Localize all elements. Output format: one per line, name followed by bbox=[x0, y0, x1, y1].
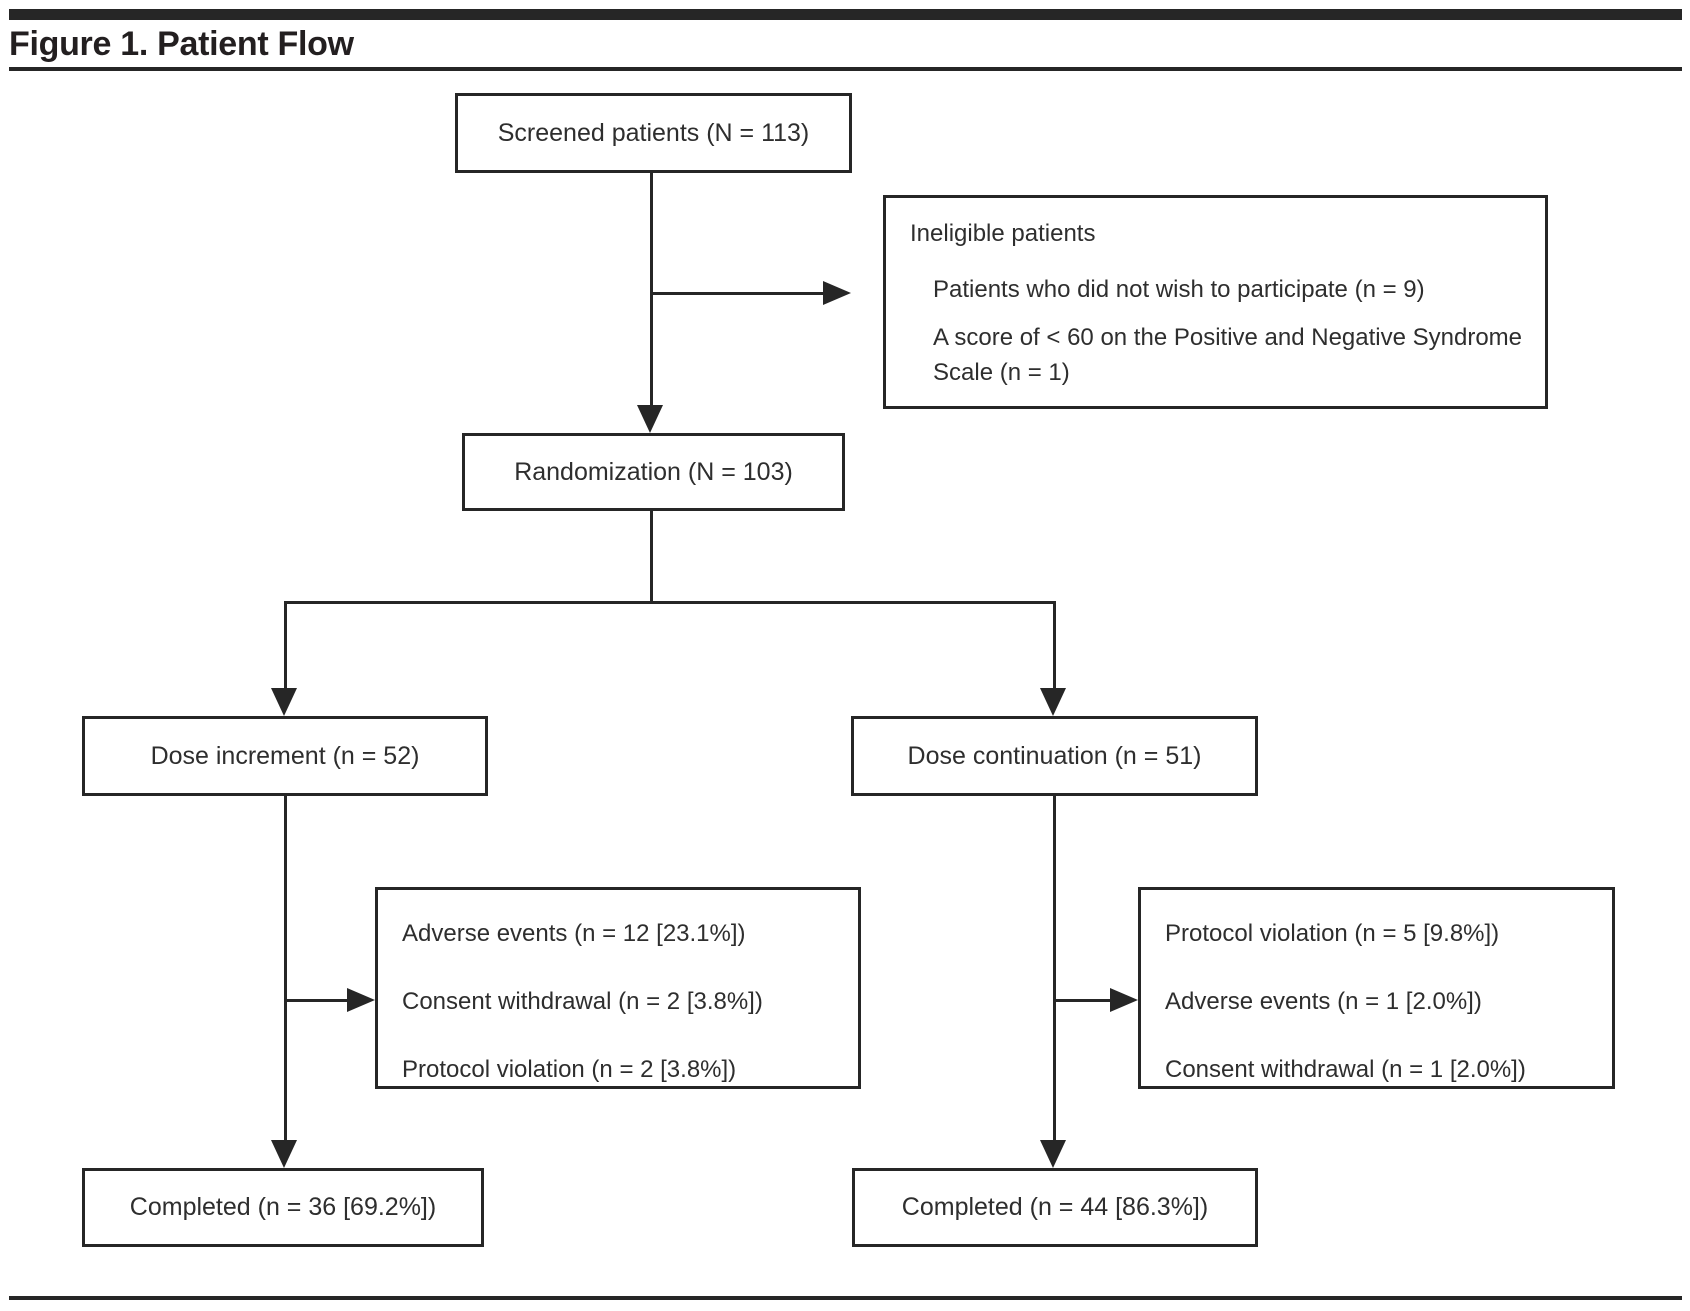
line-branch-split bbox=[284, 601, 1056, 604]
node-completed-increment: Completed (n = 36 [69.2%]) bbox=[82, 1168, 484, 1247]
node-completed-continuation: Completed (n = 44 [86.3%]) bbox=[852, 1168, 1258, 1247]
node-dose-continuation-label: Dose continuation (n = 51) bbox=[907, 741, 1202, 770]
line-to-continuation-dropouts bbox=[1054, 999, 1112, 1002]
line-split-to-continuation bbox=[1053, 601, 1056, 690]
node-screened: Screened patients (N = 113) bbox=[455, 93, 852, 173]
line-continuation-to-completed bbox=[1053, 796, 1056, 1142]
line-to-increment-dropouts bbox=[285, 999, 349, 1002]
node-completed-continuation-label: Completed (n = 44 [86.3%]) bbox=[901, 1193, 1209, 1221]
arrowhead-dose-continuation bbox=[1040, 688, 1066, 716]
line-to-ineligible bbox=[651, 292, 823, 295]
node-ineligible-item: A score of < 60 on the Positive and Nega… bbox=[933, 324, 1523, 386]
node-dose-continuation: Dose continuation (n = 51) bbox=[851, 716, 1258, 796]
node-dose-increment-label: Dose increment (n = 52) bbox=[150, 741, 420, 770]
node-ineligible: Ineligible patients Patients who did not… bbox=[883, 195, 1548, 409]
node-dose-increment: Dose increment (n = 52) bbox=[82, 716, 488, 796]
arrowhead-increment-dropouts bbox=[347, 988, 375, 1012]
node-ineligible-item: Patients who did not wish to participate… bbox=[933, 276, 1425, 303]
node-ineligible-title: Ineligible patients bbox=[910, 220, 1096, 247]
node-randomization-label: Randomization (N = 103) bbox=[514, 457, 793, 486]
node-continuation-dropouts: Protocol violation (n = 5 [9.8%]) Advers… bbox=[1138, 887, 1615, 1089]
continuation-dropout-item: Adverse events (n = 1 [2.0%]) bbox=[1165, 988, 1482, 1015]
arrowhead-dose-increment bbox=[271, 688, 297, 716]
title-rule bbox=[9, 67, 1682, 71]
continuation-dropout-item: Consent withdrawal (n = 1 [2.0%]) bbox=[1165, 1056, 1526, 1083]
increment-dropout-item: Adverse events (n = 12 [23.1%]) bbox=[402, 920, 746, 947]
increment-dropout-item: Protocol violation (n = 2 [3.8%]) bbox=[402, 1056, 737, 1083]
arrowhead-completed-continuation bbox=[1040, 1140, 1066, 1168]
line-randomization-down bbox=[650, 511, 653, 603]
bottom-rule bbox=[9, 1296, 1682, 1300]
line-increment-to-completed bbox=[284, 796, 287, 1142]
arrowhead-continuation-dropouts bbox=[1110, 988, 1138, 1012]
increment-dropout-item: Consent withdrawal (n = 2 [3.8%]) bbox=[402, 988, 763, 1015]
arrowhead-completed-increment bbox=[271, 1140, 297, 1168]
arrowhead-randomization bbox=[637, 405, 663, 433]
node-screened-label: Screened patients (N = 113) bbox=[497, 118, 810, 147]
top-thick-bar bbox=[9, 9, 1682, 20]
node-randomization: Randomization (N = 103) bbox=[462, 433, 845, 511]
figure-title: Figure 1. Patient Flow bbox=[9, 25, 354, 63]
node-increment-dropouts: Adverse events (n = 12 [23.1%]) Consent … bbox=[375, 887, 861, 1089]
continuation-dropout-item: Protocol violation (n = 5 [9.8%]) bbox=[1165, 920, 1500, 947]
line-screened-to-randomization bbox=[650, 173, 653, 407]
arrowhead-ineligible bbox=[823, 281, 851, 305]
node-completed-increment-label: Completed (n = 36 [69.2%]) bbox=[129, 1193, 437, 1221]
line-split-to-increment bbox=[284, 601, 287, 690]
